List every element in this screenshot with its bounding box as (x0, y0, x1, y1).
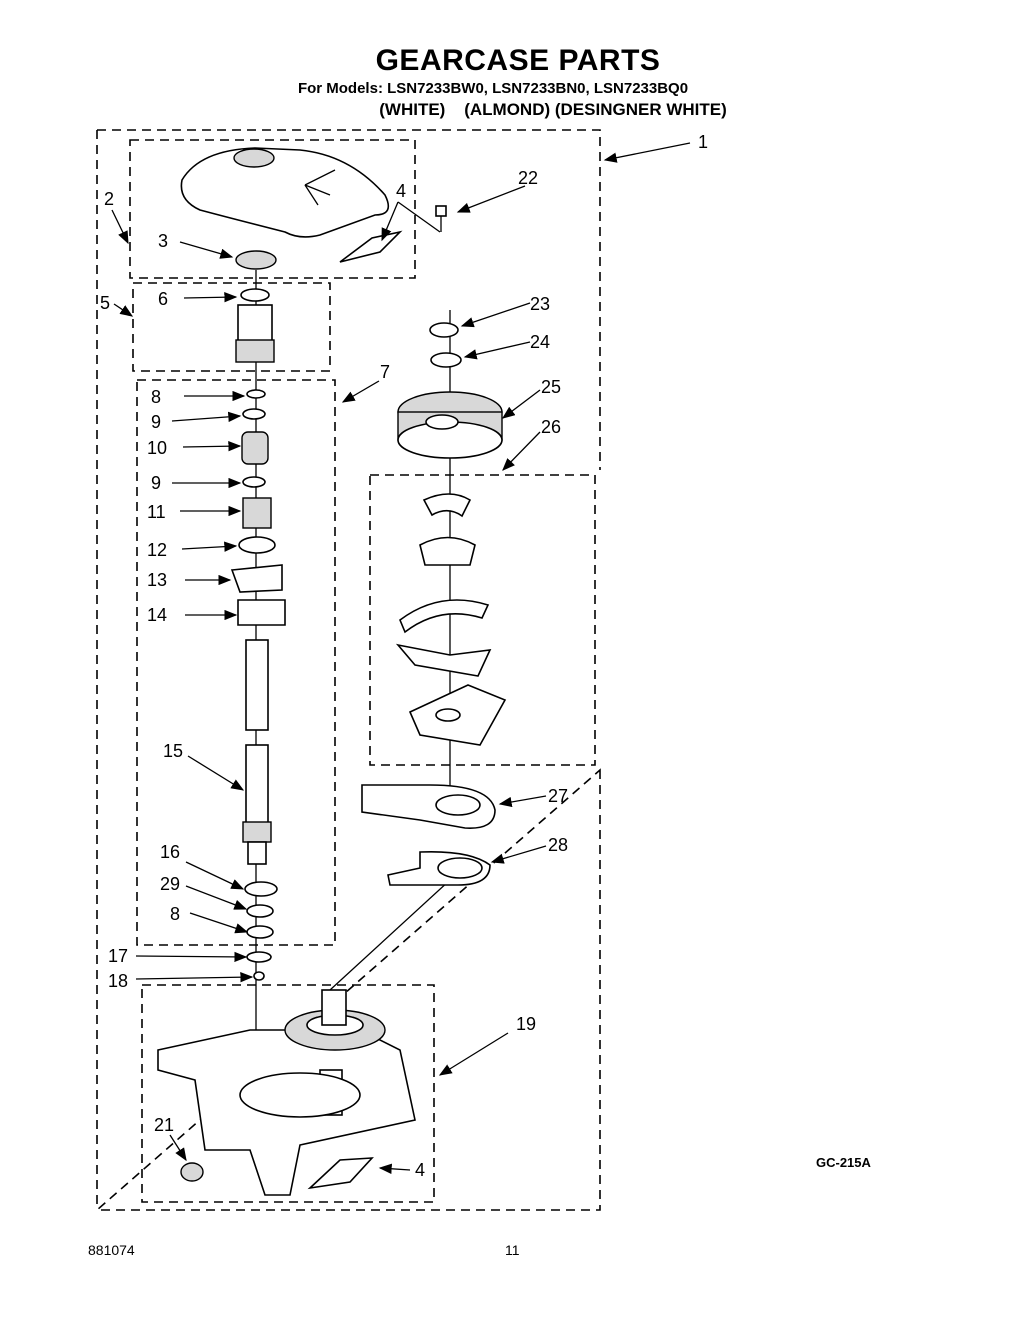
part-4-grease-top (339, 230, 403, 263)
callout-9-top: 9 (151, 412, 161, 432)
lower-small-parts (244, 881, 278, 981)
part-4-grease-bottom (307, 1157, 374, 1190)
callout-19: 19 (516, 1014, 536, 1034)
part-19-gearcase (157, 989, 416, 1196)
part-21-seal (180, 1162, 204, 1182)
callout-15: 15 (163, 741, 183, 761)
shaft-small-parts (238, 389, 276, 554)
box-cover-assembly (129, 139, 416, 279)
box-pinion-assembly (132, 282, 331, 372)
callout-17: 17 (108, 946, 128, 966)
callout-21: 21 (154, 1115, 174, 1135)
part-27-cam (361, 784, 496, 829)
gear-stack (397, 322, 503, 459)
callout-5: 5 (100, 293, 110, 313)
page-number: 11 (505, 1242, 520, 1258)
callout-16: 16 (160, 842, 180, 862)
callout-14: 14 (147, 605, 167, 625)
callout-23: 23 (530, 294, 550, 314)
part-22-screw (435, 205, 447, 232)
document-number: 881074 (88, 1242, 135, 1258)
callout-8-top: 8 (151, 387, 161, 407)
callout-11: 11 (147, 502, 166, 522)
callout-29: 29 (160, 874, 180, 894)
gearcase-cover (180, 147, 390, 238)
box-shift-assembly (369, 474, 596, 766)
callout-24: 24 (530, 332, 550, 352)
part-15-agitator-shaft (242, 639, 272, 865)
page-title: GEARCASE PARTS (375, 44, 661, 77)
callout-18: 18 (108, 971, 128, 991)
callout-4-top: 4 (396, 181, 406, 201)
callout-22: 22 (518, 168, 538, 188)
box-shaft-assembly (136, 379, 336, 946)
callout-28: 28 (548, 835, 568, 855)
callout-4-bottom: 4 (415, 1160, 425, 1180)
callout-8-bottom: 8 (170, 904, 180, 924)
part-26-shift-assembly (395, 493, 507, 746)
link-line (329, 879, 451, 991)
callout-13: 13 (147, 570, 167, 590)
callout-3: 3 (158, 231, 168, 251)
callout-7: 7 (380, 362, 390, 382)
callout-6: 6 (158, 289, 168, 309)
leader-lines (111, 142, 691, 1174)
callout-2: 2 (104, 189, 114, 209)
callout-1: 1 (698, 132, 708, 152)
callout-9-bottom: 9 (151, 473, 161, 493)
callout-labels: 1 2 3 4 22 5 6 23 24 7 8 9 10 9 11 25 26… (100, 132, 708, 1180)
color-variants: (WHITE) (ALMOND) (DESINGNER WHITE) (379, 100, 727, 119)
assembly-outline (94, 129, 601, 1211)
callout-10: 10 (147, 438, 167, 458)
callout-25: 25 (541, 377, 561, 397)
part-3-seal (235, 250, 277, 270)
part-13-14-cams (230, 564, 286, 626)
callout-12: 12 (147, 540, 167, 560)
callout-26: 26 (541, 417, 561, 437)
model-numbers: For Models: LSN7233BW0, LSN7233BN0, LSN7… (297, 80, 689, 97)
part-6-pinion (235, 288, 275, 363)
callout-27: 27 (548, 786, 568, 806)
part-28-lever (387, 850, 491, 886)
diagram-code: GC-215A (816, 1155, 871, 1170)
